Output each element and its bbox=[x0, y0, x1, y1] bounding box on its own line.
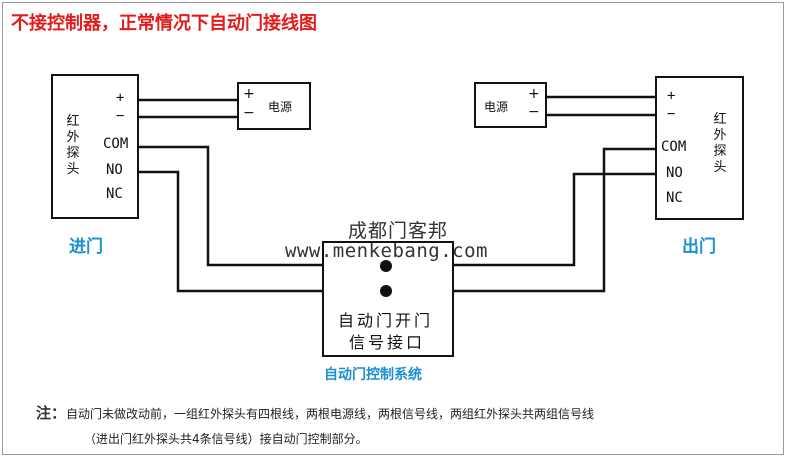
left-terminal-minus: − bbox=[116, 108, 125, 124]
watermark-cn: 成都门客邦 bbox=[348, 220, 449, 242]
right-power-plus: + bbox=[528, 86, 540, 102]
left-power-plus: + bbox=[243, 86, 255, 102]
right-power-minus: − bbox=[528, 104, 540, 120]
left-terminal-plus: + bbox=[116, 90, 125, 106]
right-power-box bbox=[474, 82, 547, 128]
wire-left-com bbox=[138, 145, 324, 267]
left-terminal-nc: NC bbox=[106, 186, 123, 202]
note-label: 注： bbox=[36, 404, 67, 422]
right-sensor-name: 红外探头 bbox=[713, 112, 727, 175]
left-power-label: 电源 bbox=[268, 100, 293, 114]
terminal-dot-top bbox=[380, 260, 392, 272]
watermark-url: www.menkebang.com bbox=[285, 240, 488, 262]
left-sensor-box bbox=[51, 74, 139, 219]
wire-left-no bbox=[138, 170, 324, 293]
diagram-frame bbox=[2, 2, 784, 455]
left-power-minus: − bbox=[243, 105, 255, 121]
right-sensor-caption: 出门 bbox=[682, 237, 716, 257]
interface-line2: 信号接口 bbox=[349, 333, 426, 352]
left-sensor-name: 红外探头 bbox=[66, 114, 80, 177]
right-terminal-plus: + bbox=[667, 88, 676, 104]
wire-right-com bbox=[452, 147, 657, 293]
right-terminal-no: NO bbox=[666, 165, 683, 181]
wire-right-no bbox=[452, 172, 657, 267]
left-terminal-no: NO bbox=[106, 162, 123, 178]
interface-line1: 自动门开门 bbox=[338, 311, 434, 330]
right-power-label: 电源 bbox=[484, 100, 509, 114]
right-terminal-com: COM bbox=[661, 139, 687, 155]
right-terminal-minus: − bbox=[667, 106, 676, 122]
diagram-title: 不接控制器，正常情况下自动门接线图 bbox=[11, 13, 317, 34]
left-power-box bbox=[237, 82, 311, 130]
note-line1: 注：自动门未做改动前，一组红外探头有四根线，两根电源线，两根信号线，两组红外探头… bbox=[36, 402, 594, 423]
left-sensor-caption: 进门 bbox=[69, 237, 103, 257]
interface-caption: 自动门控制系统 bbox=[324, 367, 422, 383]
right-sensor-box bbox=[655, 76, 744, 220]
left-terminal-com: COM bbox=[103, 136, 129, 152]
note-text-1: 自动门未做改动前，一组红外探头有四根线，两根电源线，两根信号线，两组红外探头共两… bbox=[66, 407, 595, 421]
terminal-dot-bottom bbox=[380, 285, 392, 297]
right-terminal-nc: NC bbox=[666, 190, 683, 206]
note-line2: （进出门红外探头共4条信号线）接自动门控制部分。 bbox=[84, 432, 368, 446]
